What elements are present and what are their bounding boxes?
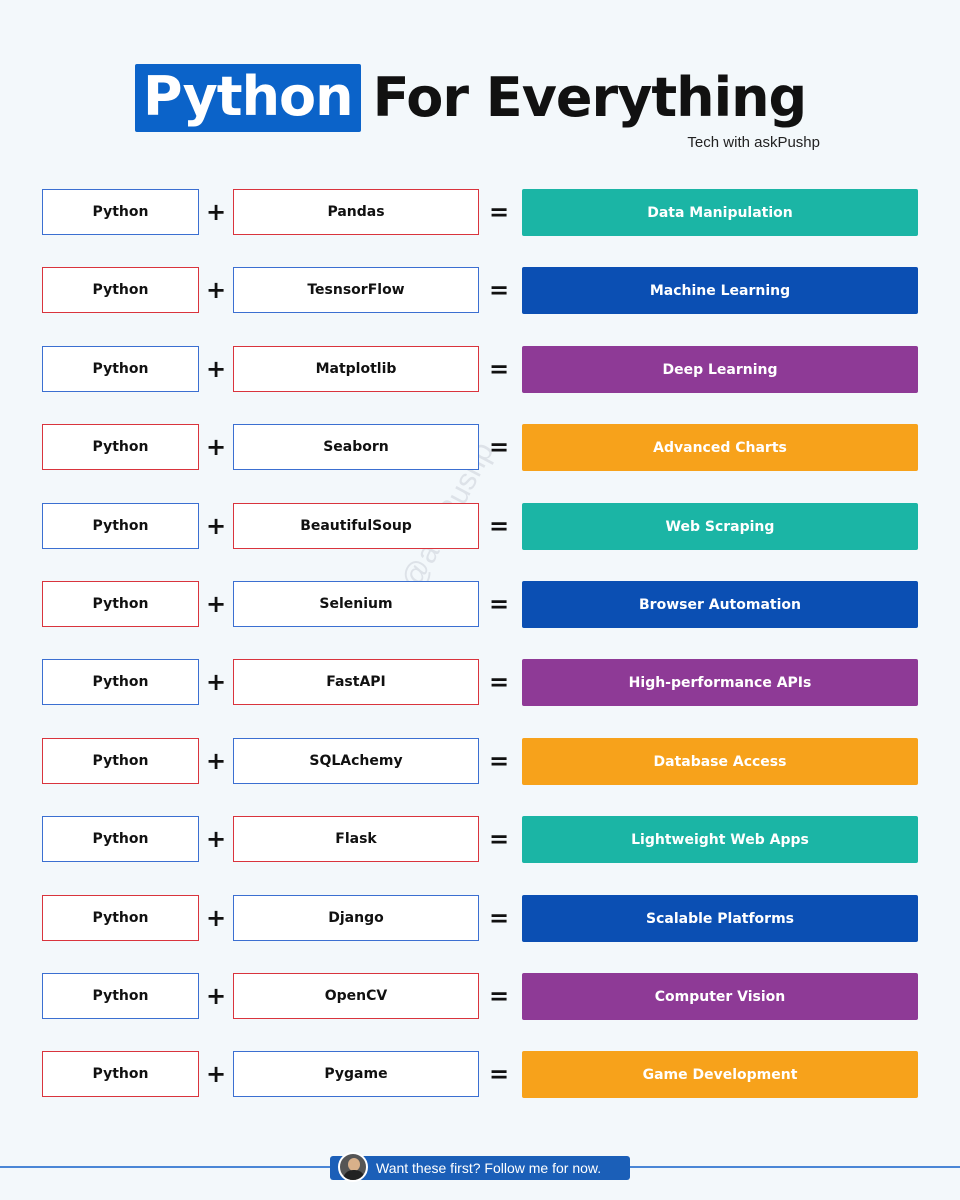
library-box: Selenium <box>233 581 479 627</box>
result-label: Scalable Platforms <box>522 895 918 942</box>
python-box: Python <box>42 973 199 1019</box>
library-box: SQLAchemy <box>233 738 479 784</box>
equation-row: Python+Pandas = Data Manipulation <box>0 189 960 237</box>
equation-row: Python+Django = Scalable Platforms <box>0 895 960 943</box>
python-box: Python <box>42 895 199 941</box>
plus-operator: + <box>205 276 227 304</box>
python-box: Python <box>42 267 199 313</box>
equation-row: Python+BeautifulSoup = Web Scraping <box>0 503 960 551</box>
page-title: Python For Everything <box>135 64 808 132</box>
equation-row: Python+FastAPI = High-performance APIs <box>0 659 960 707</box>
result-label: Advanced Charts <box>522 424 918 471</box>
equals-operator: = <box>488 825 510 853</box>
title-rest: For Everything <box>372 66 808 129</box>
equals-operator: = <box>488 668 510 696</box>
library-box: TesnsorFlow <box>233 267 479 313</box>
python-box: Python <box>42 503 199 549</box>
python-box: Python <box>42 424 199 470</box>
python-box: Python <box>42 581 199 627</box>
plus-operator: + <box>205 747 227 775</box>
python-box: Python <box>42 738 199 784</box>
result-label: Lightweight Web Apps <box>522 816 918 863</box>
plus-operator: + <box>205 590 227 618</box>
result-label: Game Development <box>522 1051 918 1098</box>
result-label: Machine Learning <box>522 267 918 314</box>
python-box: Python <box>42 659 199 705</box>
header: Python For Everything Tech with askPushp <box>0 60 960 151</box>
library-box: Seaborn <box>233 424 479 470</box>
python-box: Python <box>42 346 199 392</box>
result-label: Web Scraping <box>522 503 918 550</box>
plus-operator: + <box>205 904 227 932</box>
library-box: Pandas <box>233 189 479 235</box>
python-box: Python <box>42 816 199 862</box>
equals-operator: = <box>488 904 510 932</box>
equals-operator: = <box>488 1060 510 1088</box>
author-subtitle: Tech with askPushp <box>687 134 820 151</box>
result-label: Database Access <box>522 738 918 785</box>
library-box: BeautifulSoup <box>233 503 479 549</box>
equals-operator: = <box>488 590 510 618</box>
library-box: Pygame <box>233 1051 479 1097</box>
result-label: Data Manipulation <box>522 189 918 236</box>
library-box: OpenCV <box>233 973 479 1019</box>
equation-row: Python+Pygame = Game Development <box>0 1051 960 1099</box>
follow-text: Want these first? Follow me for now. <box>376 1160 602 1176</box>
equals-operator: = <box>488 198 510 226</box>
result-label: Deep Learning <box>522 346 918 393</box>
library-box: Matplotlib <box>233 346 479 392</box>
equation-row: Python+SQLAchemy = Database Access <box>0 738 960 786</box>
avatar <box>338 1152 368 1182</box>
equation-row: Python+Flask = Lightweight Web Apps <box>0 816 960 864</box>
plus-operator: + <box>205 668 227 696</box>
equals-operator: = <box>488 982 510 1010</box>
equals-operator: = <box>488 276 510 304</box>
plus-operator: + <box>205 982 227 1010</box>
result-label: Computer Vision <box>522 973 918 1020</box>
plus-operator: + <box>205 825 227 853</box>
plus-operator: + <box>205 1060 227 1088</box>
equation-row: Python+Seaborn = Advanced Charts <box>0 424 960 472</box>
equals-operator: = <box>488 433 510 461</box>
library-box: Flask <box>233 816 479 862</box>
equals-operator: = <box>488 512 510 540</box>
equation-row: Python+Selenium = Browser Automation <box>0 581 960 629</box>
plus-operator: + <box>205 512 227 540</box>
plus-operator: + <box>205 355 227 383</box>
title-highlight: Python <box>135 64 361 132</box>
avatar-body <box>343 1170 365 1180</box>
equation-row: Python+TesnsorFlow = Machine Learning <box>0 267 960 315</box>
python-box: Python <box>42 1051 199 1097</box>
result-label: High-performance APIs <box>522 659 918 706</box>
equals-operator: = <box>488 355 510 383</box>
follow-banner[interactable]: Want these first? Follow me for now. <box>330 1152 630 1182</box>
library-box: FastAPI <box>233 659 479 705</box>
equation-row: Python+Matplotlib = Deep Learning <box>0 346 960 394</box>
plus-operator: + <box>205 198 227 226</box>
python-box: Python <box>42 189 199 235</box>
avatar-face <box>348 1158 360 1171</box>
result-label: Browser Automation <box>522 581 918 628</box>
equation-row: Python+OpenCV = Computer Vision <box>0 973 960 1021</box>
equals-operator: = <box>488 747 510 775</box>
plus-operator: + <box>205 433 227 461</box>
library-box: Django <box>233 895 479 941</box>
